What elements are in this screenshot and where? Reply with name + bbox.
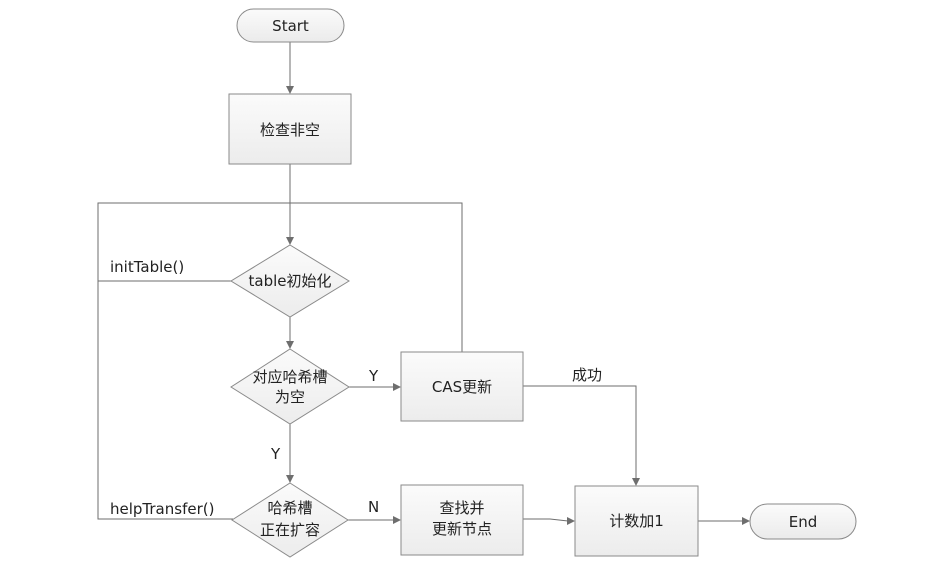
edge-label-helptransfer: helpTransfer() [110,500,214,518]
edge-cas-to-count [523,385,637,479]
edges [97,42,750,525]
node-find-update-label-line2: 更新节点 [432,520,492,538]
arrowhead [286,237,294,245]
node-cas-update-label: CAS更新 [432,378,492,396]
node-slot-migrating-label-line1: 哈希槽 [267,499,312,517]
edge-label-yes-cas: Y [368,367,379,385]
node-start[interactable]: Start [236,8,345,43]
arrowhead [393,516,401,524]
arrowhead [286,475,294,483]
arrowhead [742,517,750,525]
arrowhead [567,517,575,525]
node-find-update[interactable]: 查找并 更新节点 [400,484,524,556]
arrowhead [286,86,294,94]
node-table-init-label: table初始化 [249,272,332,290]
node-cas-update[interactable]: CAS更新 [400,351,524,422]
edge-label-inittable: initTable() [110,258,184,276]
node-count-add[interactable]: 计数加1 [574,485,699,557]
node-find-update-label-line1: 查找并 [439,499,484,517]
edge-label-no-find: N [368,498,379,516]
node-count-add-label: 计数加1 [609,512,664,530]
edge-label-success: 成功 [572,366,602,384]
node-table-init[interactable]: table初始化 [230,244,350,318]
node-start-label: Start [272,17,309,35]
node-end[interactable]: End [749,503,857,540]
node-slot-migrating-label-line2: 正在扩容 [260,521,320,539]
arrowhead [393,383,401,391]
node-slot-empty-label-line1: 对应哈希槽 [252,368,327,386]
edge-label-yes-down: Y [270,445,281,463]
node-check-nonempty[interactable]: 检查非空 [228,93,352,165]
edge-cas-retry-loop [97,202,463,520]
node-check-nonempty-label: 检查非空 [260,121,320,139]
edge-find-to-count [523,518,569,522]
node-end-label: End [789,513,818,531]
node-slot-empty[interactable]: 对应哈希槽 为空 [230,348,350,425]
arrowhead [286,341,294,349]
node-slot-migrating[interactable]: 哈希槽 正在扩容 [231,482,349,558]
arrowhead [632,478,640,486]
node-slot-empty-label-line2: 为空 [275,388,305,406]
